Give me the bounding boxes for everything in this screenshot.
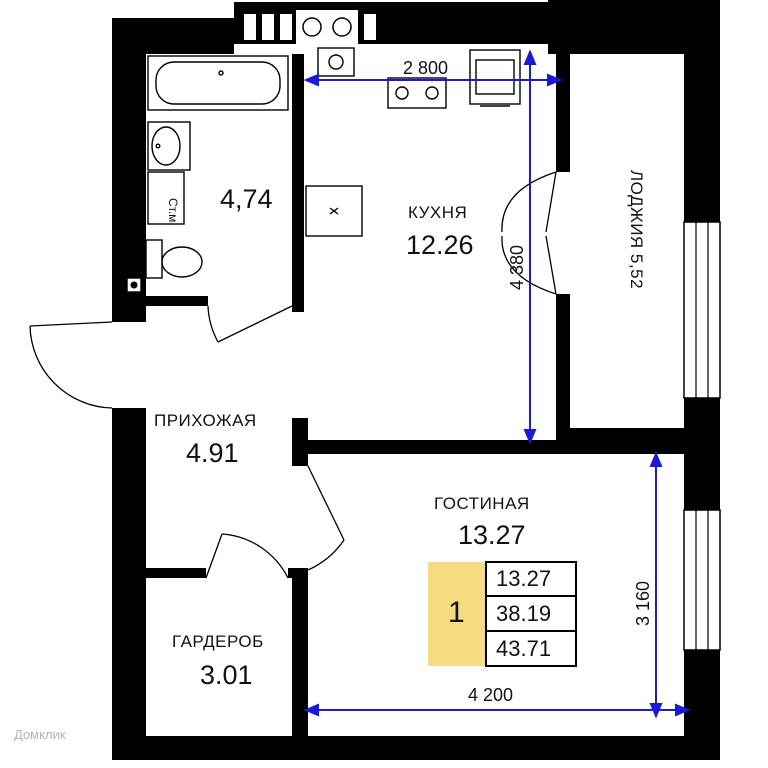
watermark: Домклик [14, 727, 66, 742]
living-area-value: 13.27 [496, 566, 552, 591]
living-door-icon [307, 465, 345, 571]
living-depth-dimension: 3 160 [633, 580, 653, 626]
wall-wardrobe-top [146, 568, 206, 578]
ventilation-shaft-icon [305, 185, 363, 237]
kitchen-name: КУХНЯ [408, 203, 468, 222]
kitchen-window [244, 10, 376, 44]
total-area-value: 43.71 [496, 636, 552, 661]
kitchen-depth-dimension: 4 380 [507, 244, 527, 290]
wardrobe-area: 3.01 [200, 660, 253, 690]
wall-kitchen-loggia-lower [556, 294, 570, 440]
wall-bath-right [292, 54, 304, 312]
wall-bottom [112, 736, 720, 760]
kitchen-width-dimension: 2 800 [403, 58, 449, 78]
rooms-count: 1 [448, 596, 465, 629]
hallway-area: 4.91 [186, 438, 239, 468]
wall-right-mid [684, 398, 720, 510]
wall-bath-bottom [146, 296, 208, 306]
wall-left-lower [112, 408, 146, 760]
wall-left-upper [112, 18, 146, 322]
fridge-icon [469, 49, 521, 107]
wall-living-top [306, 440, 684, 454]
wall-loggia-bottom [570, 428, 684, 440]
wall-hall-right-upper [292, 418, 308, 466]
wall-right-upper [684, 0, 720, 222]
living-area: 13.27 [458, 520, 526, 550]
living-window [683, 509, 721, 651]
kitchen-sink-icon [317, 47, 355, 77]
rooms-count-cell-bg [428, 562, 486, 666]
wall-wardrobe-top-right [288, 568, 308, 578]
total-area-no-loggia-value: 38.19 [496, 601, 552, 626]
stove-icon [387, 77, 447, 109]
bathroom-area: 4,74 [220, 184, 273, 214]
dimension-lines [303, 49, 691, 719]
wall-hall-right-lower [292, 570, 308, 736]
loggia-window [683, 221, 721, 399]
kitchen-area: 12.26 [406, 230, 474, 260]
loggia-name: ЛОДЖИЯ 5,52 [627, 170, 646, 290]
living-name: ГОСТИНАЯ [434, 494, 530, 513]
washing-machine-icon [147, 171, 185, 225]
entrance-door-icon [29, 321, 113, 409]
wall-kitchen-loggia-upper [556, 54, 570, 172]
wardrobe-door-icon [205, 533, 289, 579]
bathroom-door-icon [207, 305, 293, 343]
boiler-icon [126, 277, 142, 293]
wardrobe-name: ГАРДЕРОБ [172, 632, 264, 651]
hallway-name: ПРИХОЖАЯ [154, 411, 257, 430]
bathtub-icon [147, 55, 289, 111]
living-width-dimension: 4 200 [468, 685, 514, 705]
kitchen-loggia-door-icon [501, 171, 557, 295]
sink-icon [147, 121, 191, 171]
area-summary-table [428, 561, 577, 667]
toilet-label: Ст.м. [166, 198, 180, 226]
toilet-icon [145, 239, 203, 279]
